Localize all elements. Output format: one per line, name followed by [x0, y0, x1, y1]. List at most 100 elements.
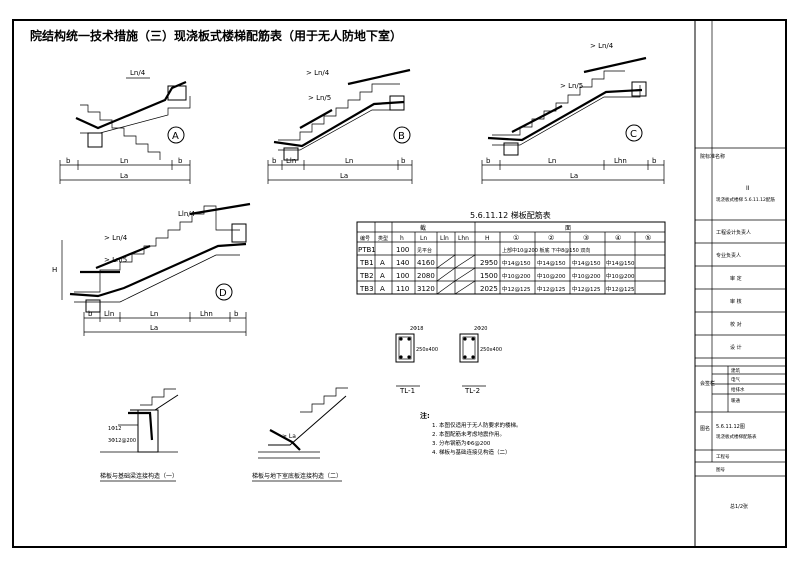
stair-D: D > Ln/4 Lln/4 > Ln/5 b Lln Ln Lhn b La … [52, 202, 251, 336]
sheet-title: 院结构统一技术措施（三）现浇板式楼梯配筋表（用于无人防地下室） [30, 28, 402, 43]
cell-id: PTB1 [358, 246, 376, 254]
stair-D-dim-b2: b [234, 310, 239, 318]
stair-D-rebar [69, 242, 247, 298]
table-caption: 5.6.11.12 梯板配筋表 [470, 210, 551, 220]
col-head-3: ③ [583, 234, 589, 242]
col-head-5: ⑤ [645, 234, 651, 242]
cell-H: 2025 [480, 285, 498, 293]
stair-C-note-1: > Ln/4 [590, 42, 614, 50]
cell-r1: 上部中10@200 板底 下中8@150 双向 [502, 247, 590, 254]
beam-TL-2-section [459, 333, 479, 363]
stair-D-dim-la: La [150, 324, 158, 332]
cell-ln: 4160 [417, 259, 435, 267]
table-frame [356, 221, 666, 295]
detail-right: ≥ La 梯板与地下室底板连接构造（二） [252, 387, 348, 482]
cell-h: 140 [396, 259, 409, 267]
tb-sig-group: 会签栏 [700, 380, 715, 387]
col-head-lhn: Lhn [458, 235, 469, 242]
cell-type: A [380, 272, 385, 280]
beam-TL-1: 2Φ18 250x400 TL-1 [395, 326, 438, 395]
beam-TL-2-name: TL-2 [464, 387, 480, 395]
stair-A-note: Ln/4 [130, 69, 146, 77]
cell-ln: 3120 [417, 285, 435, 293]
cell-ln: 见平台 [417, 247, 432, 254]
beam-TL-2-size: 250x400 [480, 347, 502, 353]
stair-C-beam [503, 142, 519, 156]
col-head-type: 类型 [378, 235, 388, 242]
cell-r4: 中14@150 [606, 259, 635, 267]
detail-left: 1Φ12 3Φ12@200 梯板与基础梁连接构造（一） [100, 388, 179, 482]
stair-D-dim-lln: Lln [104, 310, 114, 318]
tb-sig-item: 暖通 [731, 397, 740, 404]
stair-C-label-circle [625, 124, 643, 142]
stair-C-dim-b1: b [486, 157, 491, 165]
beam-TL-1-size: 250x400 [416, 347, 438, 353]
stair-B: B > Ln/4 > Ln/5 b Lln Ln b La [267, 68, 413, 184]
tb-row: 工程设计负责人 [716, 229, 751, 236]
cell-id: TB2 [359, 272, 374, 280]
cell-r2: 中14@150 [537, 259, 566, 267]
stair-C-dim-lhn: Lhn [614, 157, 627, 165]
tb-project-top: II [746, 185, 750, 192]
stair-D-note-3: > Ln/5 [104, 256, 127, 264]
stair-B-note-1: > Ln/4 [306, 69, 330, 77]
stair-D-dim-ln: Ln [150, 310, 158, 318]
col-head-id: 编号 [360, 235, 370, 242]
stair-A-label: A [172, 131, 179, 142]
stair-C: C > Ln/4 > Ln/5 b Ln Lhn b La [481, 42, 665, 184]
cell-r1: 中12@125 [502, 285, 531, 293]
stair-C-upper-beam [631, 81, 647, 97]
stair-D-note-2: Lln/4 [178, 210, 196, 218]
stair-A-dim-ln: Ln [120, 157, 128, 165]
table-row: TB1 A 140 4160 2950 中14@150 中14@150 中14@… [359, 259, 635, 267]
stair-B-dim-b2: b [401, 157, 406, 165]
notes: 注: 1. 本图仅适用于无人防要求的楼梯。 2. 本图配筋未考虑地震作用。 3.… [420, 411, 522, 456]
stair-B-label: B [398, 131, 405, 142]
cell-r2: 中10@200 [537, 272, 566, 280]
tb-drawing-label: 图名 [700, 425, 710, 432]
stair-C-soffit [492, 85, 641, 146]
tb-drawing-title-1: 5.6.11.12图 [716, 424, 745, 430]
stair-D-note-1: > Ln/4 [104, 234, 128, 242]
stair-A-upper-beam [167, 85, 187, 101]
stair-A-steps [80, 104, 161, 160]
cell-r2: 中12@125 [537, 285, 566, 293]
cell-ln: 2080 [417, 272, 435, 280]
table-row: TB2 A 100 2080 1500 中10@200 中10@200 中10@… [359, 272, 635, 280]
cell-id: TB1 [359, 259, 374, 267]
detail-right-caption: 梯板与地下室底板连接构造（二） [252, 472, 342, 480]
cell-r4: 中12@125 [606, 285, 635, 293]
cell-h: 100 [396, 272, 409, 280]
stair-B-label-circle [393, 126, 411, 144]
stair-C-rebar [487, 88, 643, 142]
tb-sig-item: 建筑 [731, 367, 740, 374]
stair-B-beam [283, 147, 299, 161]
stair-C-dim-b2: b [652, 157, 657, 165]
note-item: 4. 梯板与基础连接见构造（二） [432, 448, 511, 456]
col-head-1: ① [513, 234, 519, 242]
note-item: 3. 分布钢筋为Φ6@200 [432, 439, 491, 447]
cell-H: 1500 [480, 272, 498, 280]
table-row: TB3 A 110 3120 2025 中12@125 中12@125 中12@… [359, 285, 635, 293]
tb-page: 总1/2张 [730, 503, 748, 510]
stair-B-dim-lln: Lln [286, 157, 296, 165]
tb-project-desc: 现浇板式楼梯 5.6.11.12配筋 [716, 196, 775, 203]
note-item: 1. 本图仅适用于无人防要求的楼梯。 [432, 421, 522, 429]
col-head-h: h [400, 235, 404, 242]
col-head-lln: Lln [440, 235, 449, 242]
title-block-frame [694, 19, 787, 548]
stair-C-note-2: > Ln/5 [560, 82, 583, 90]
stair-D-upper-beam [231, 223, 247, 243]
beam-TL-2-top: 2Φ20 [474, 326, 487, 332]
stair-B-dim-la: La [340, 172, 348, 180]
stair-D-beam [85, 299, 101, 313]
note-item: 2. 本图配筋未考虑地震作用。 [432, 430, 505, 438]
stair-D-label: D [219, 288, 227, 299]
cell-r1: 中14@150 [502, 259, 531, 267]
stair-C-steps [492, 70, 625, 136]
cell-H: 2950 [480, 259, 498, 267]
col-head-ln: Ln [420, 235, 427, 242]
stair-D-soffit [74, 254, 240, 303]
table-group-left: 截 [420, 224, 426, 232]
